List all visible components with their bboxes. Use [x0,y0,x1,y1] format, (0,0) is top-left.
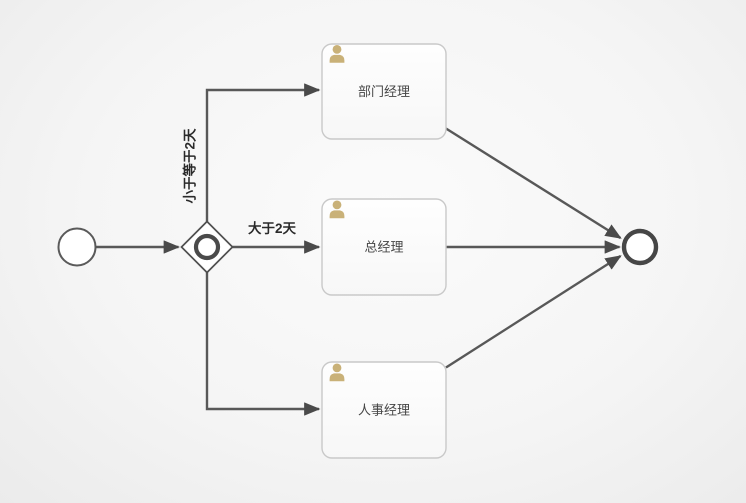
gateway[interactable] [180,220,234,274]
task-box[interactable] [321,361,447,459]
flow-label-less-equal-2-days: 小于等于2天 [182,128,198,204]
task-hr-manager[interactable]: 人事经理 [321,361,447,459]
task-general-manager[interactable]: 总经理 [321,198,447,296]
flow-gateway-to-hr-manager[interactable] [205,272,321,416]
flow-label-greater-2-days: 大于2天 [248,220,297,236]
task-label: 总经理 [364,240,403,255]
task-box[interactable] [321,198,447,296]
flow-department-manager-to-end[interactable] [445,127,622,240]
flow-gateway-to-department-manager[interactable] [205,83,321,222]
end-event[interactable] [621,228,659,266]
gateway-circle-marker [193,233,221,261]
task-box[interactable] [321,43,447,140]
task-label: 人事经理 [358,403,410,418]
start-event[interactable] [57,227,97,267]
gateway-diamond[interactable] [180,220,234,274]
task-label: 部门经理 [358,84,410,99]
task-department-manager[interactable]: 部门经理 [321,43,447,140]
flow-hr-manager-to-end[interactable] [445,254,622,369]
